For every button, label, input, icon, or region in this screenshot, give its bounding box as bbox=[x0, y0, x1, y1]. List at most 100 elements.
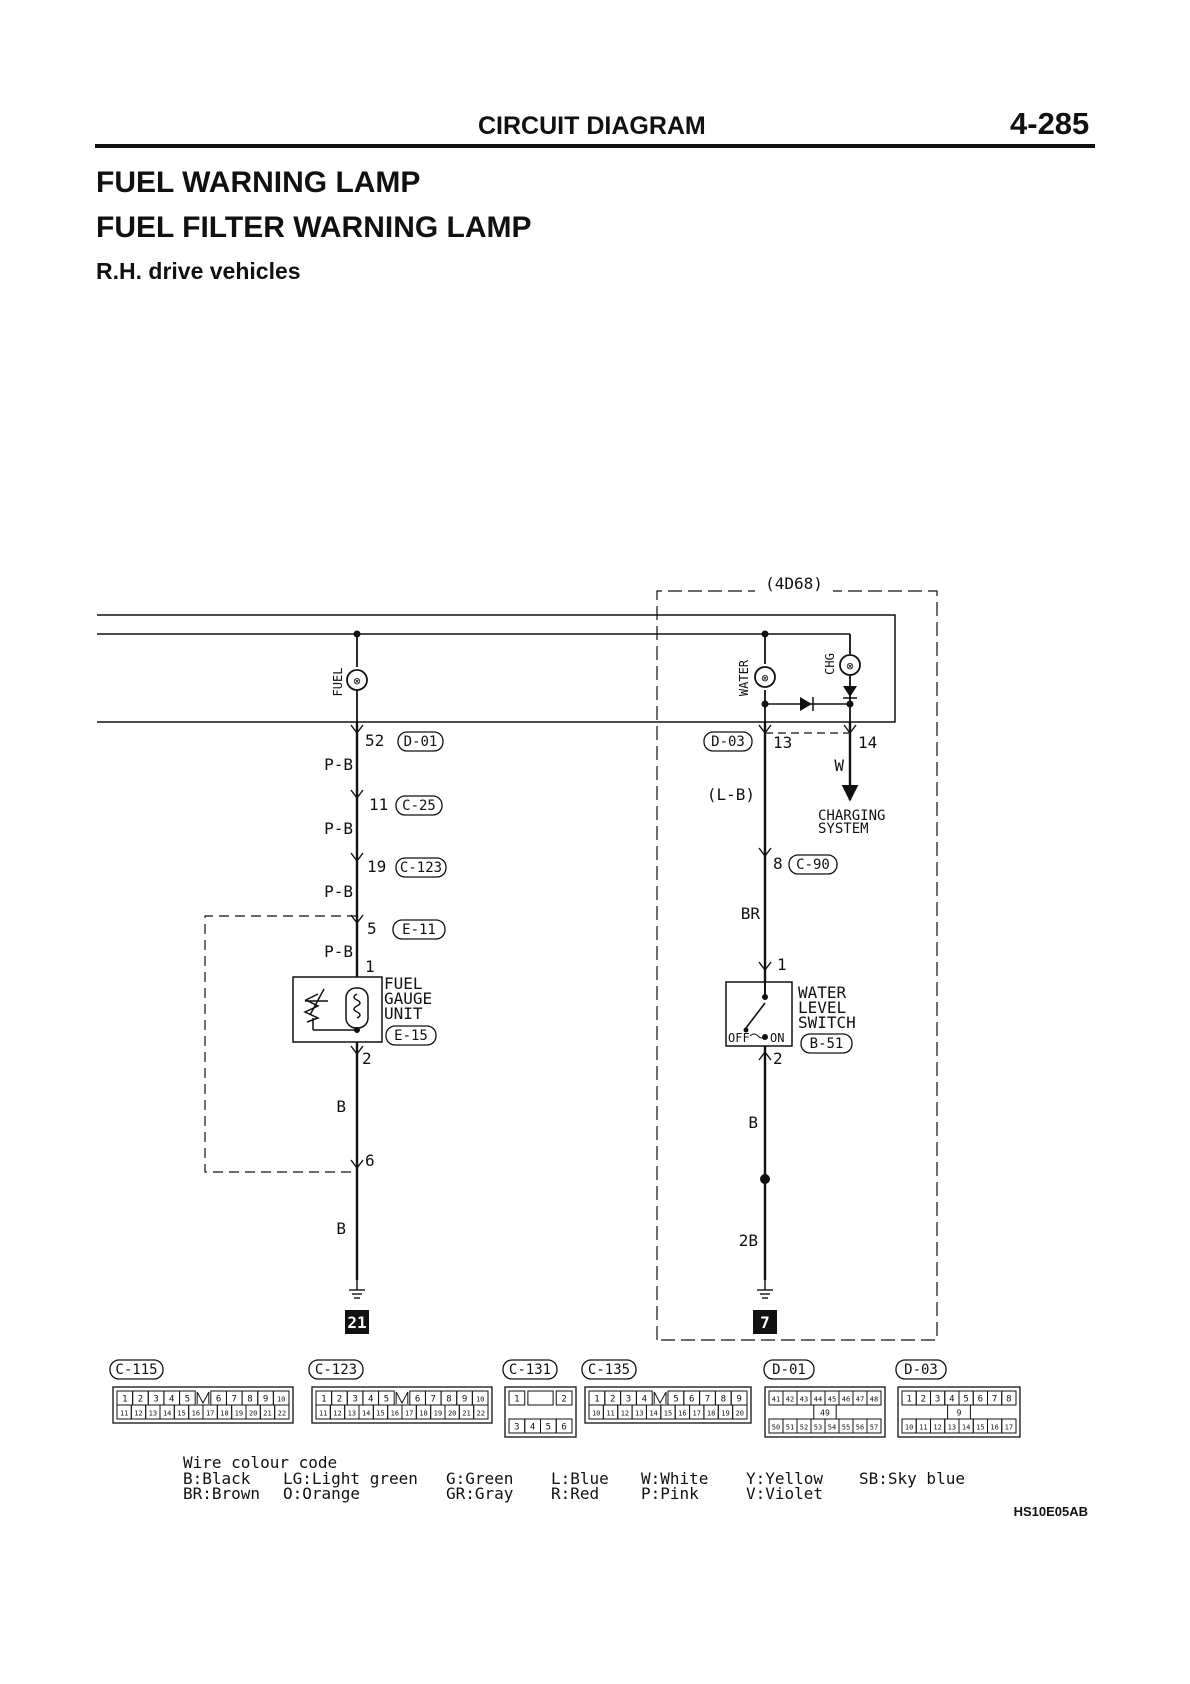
connector-pin-label: 42 bbox=[786, 1396, 794, 1404]
fuel-lamp: ⊗ bbox=[346, 634, 368, 691]
connector-pin-label: 21 bbox=[263, 1410, 271, 1418]
connector-c-25-label: C-25 bbox=[402, 798, 436, 814]
diode-icon bbox=[843, 686, 857, 697]
pin-8: 8 bbox=[773, 854, 783, 873]
pin-11: 11 bbox=[369, 795, 388, 814]
connector-pin-label: 3 bbox=[935, 1395, 940, 1405]
fuel-gauge-label-2: GAUGE bbox=[384, 989, 432, 1008]
connector-pin-label: 18 bbox=[220, 1410, 228, 1418]
legend-entry: P:Pink bbox=[641, 1484, 699, 1503]
connector-pin-label: 10 bbox=[277, 1396, 285, 1404]
switch-float-line bbox=[749, 1033, 767, 1039]
wire-color-label: W bbox=[834, 756, 844, 775]
connector-badge bbox=[703, 731, 753, 752]
chg-lamp: ⊗ bbox=[839, 654, 861, 676]
connector-pin-label: 5 bbox=[673, 1395, 678, 1405]
connector-view-label-c-115: C-115 bbox=[115, 1362, 157, 1378]
page-subtitle: R.H. drive vehicles bbox=[96, 258, 301, 284]
wire-color-label: BR bbox=[741, 904, 761, 923]
connector-pin-label: 12 bbox=[134, 1410, 142, 1418]
page-title-fuel-warning-lamp: FUEL WARNING LAMP bbox=[96, 166, 421, 199]
connector-pin-label: 10 bbox=[476, 1396, 484, 1404]
connector-pin-label: 5 bbox=[384, 1395, 389, 1405]
charging-system-label-2: SYSTEM bbox=[818, 821, 869, 837]
connector-pin-label: 22 bbox=[278, 1410, 286, 1418]
engine-label-bg bbox=[755, 576, 833, 596]
connector-pin-label: 2 bbox=[561, 1395, 566, 1405]
chg-lamp-label: CHG bbox=[823, 653, 837, 675]
engine-variant-box bbox=[656, 590, 938, 1341]
fuel-lamp-label: FUEL bbox=[331, 668, 345, 697]
connector-pin-label: 20 bbox=[249, 1410, 257, 1418]
connector-pin-label: 1 bbox=[594, 1395, 599, 1405]
left-junctions-lower bbox=[350, 1045, 364, 1170]
connector-pin-label: 55 bbox=[842, 1424, 850, 1432]
wire-color-label: P-B bbox=[324, 882, 353, 901]
water-lamp: ⊗ bbox=[754, 666, 776, 688]
connector-pin-label: 3 bbox=[626, 1395, 631, 1405]
connector-pin-label: 20 bbox=[736, 1410, 744, 1418]
connector-badge bbox=[395, 857, 447, 878]
connector-d-01-label: D-01 bbox=[404, 734, 438, 750]
page-title-fuel-filter-warning-lamp: FUEL FILTER WARNING LAMP bbox=[96, 211, 532, 244]
connector-view-label-c-135: C-135 bbox=[588, 1362, 630, 1378]
connector-pin-label: 8 bbox=[247, 1395, 252, 1405]
connector-pin-label: 1 bbox=[514, 1395, 519, 1405]
connector-e-15-label: E-15 bbox=[394, 1028, 428, 1044]
connector-pin-label: 14 bbox=[962, 1424, 970, 1432]
connector-pin-label: 6 bbox=[415, 1395, 420, 1405]
pin-19: 19 bbox=[367, 857, 386, 876]
legend-entry: O:Orange bbox=[283, 1484, 360, 1503]
connector-pin-label: 17 bbox=[1005, 1424, 1013, 1432]
connector-pin-label: 16 bbox=[192, 1410, 200, 1418]
pin-2: 2 bbox=[362, 1049, 372, 1068]
connector-pin-label: 16 bbox=[391, 1410, 399, 1418]
connector-views: C-115 C-123 C-131 C-135 D-01 D-03 bbox=[109, 1359, 947, 1380]
connector-badge bbox=[800, 1033, 853, 1054]
water-level-switch-symbol bbox=[725, 981, 793, 1047]
connector-badge bbox=[397, 731, 444, 752]
connector-pin-label: 22 bbox=[477, 1410, 485, 1418]
connector-badge bbox=[385, 1025, 437, 1046]
water-switch-label-1: WATER bbox=[798, 983, 847, 1002]
connector-pin-label: 6 bbox=[216, 1395, 221, 1405]
junction-dot bbox=[761, 630, 769, 638]
pin-1: 1 bbox=[365, 957, 375, 976]
connector-pin-label: 8 bbox=[1006, 1395, 1011, 1405]
fuel-gauge-unit-symbol bbox=[292, 976, 383, 1043]
connector-pin-label: 12 bbox=[933, 1424, 941, 1432]
wire-color-label: B bbox=[336, 1097, 346, 1116]
junction-dot bbox=[353, 630, 361, 638]
pin-14: 14 bbox=[858, 733, 877, 752]
connector-pin-label: 19 bbox=[721, 1410, 729, 1418]
connector-pin-label: 10 bbox=[905, 1424, 913, 1432]
switch-pivot bbox=[743, 1027, 749, 1033]
connector-pin-label: 56 bbox=[856, 1424, 864, 1432]
switch-off-label: OFF bbox=[728, 1031, 750, 1045]
water-lamp-label: WATER bbox=[737, 659, 751, 696]
connector-view-label-d-01: D-01 bbox=[772, 1362, 806, 1378]
legend-entry: GR:Gray bbox=[446, 1484, 514, 1503]
connector-view-label-c-123: C-123 bbox=[315, 1362, 357, 1378]
ground-point-badge bbox=[753, 1310, 777, 1334]
connector-pin-label: 15 bbox=[177, 1410, 185, 1418]
connector-pin-label: 3 bbox=[514, 1423, 519, 1433]
connector-view-label-d-03: D-03 bbox=[904, 1362, 938, 1378]
connector-pin-label: 14 bbox=[163, 1410, 171, 1418]
connector-pin-label: 2 bbox=[337, 1395, 342, 1405]
connector-pin-label: 6 bbox=[978, 1395, 983, 1405]
wire-color-label: P-B bbox=[324, 942, 353, 961]
connector-pin-label: 5 bbox=[546, 1423, 551, 1433]
connector-pin-label: 3 bbox=[352, 1395, 357, 1405]
water-switch-label-2: LEVEL bbox=[798, 998, 846, 1017]
wire-color-label: P-B bbox=[324, 755, 353, 774]
connector-pin-label: 15 bbox=[976, 1424, 984, 1432]
connector-pin-label: 12 bbox=[333, 1410, 341, 1418]
ground-point-21: 21 bbox=[347, 1313, 366, 1332]
connector-pin-label: 15 bbox=[664, 1410, 672, 1418]
legend-entry: BR:Brown bbox=[183, 1484, 260, 1503]
pin-1-right: 1 bbox=[777, 955, 787, 974]
